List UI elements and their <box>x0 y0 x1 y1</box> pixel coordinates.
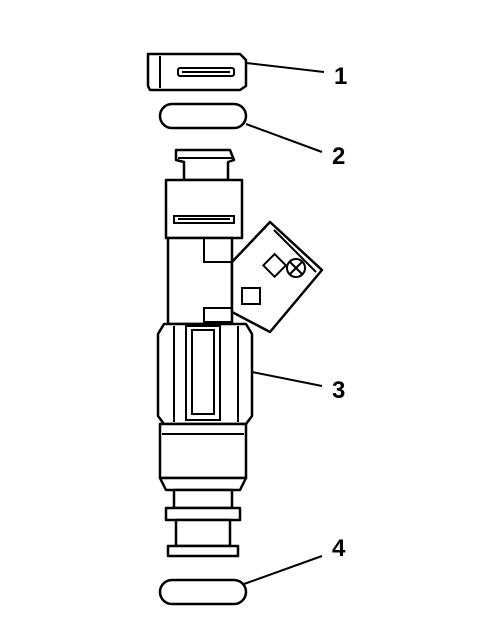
leader-line-1 <box>245 62 325 73</box>
callout-4: 4 <box>332 535 346 562</box>
upper-o-ring <box>158 102 248 130</box>
leader-line-4 <box>243 555 323 585</box>
electrical-connector <box>230 220 324 334</box>
injector-cap <box>146 52 248 92</box>
callout-2: 2 <box>332 143 345 170</box>
callout-1: 1 <box>334 63 347 90</box>
leader-line-3 <box>251 371 323 387</box>
callout-3: 3 <box>332 377 345 404</box>
leader-line-2 <box>245 123 323 153</box>
fuel-injector-body <box>156 148 324 558</box>
lower-o-ring <box>158 578 248 606</box>
